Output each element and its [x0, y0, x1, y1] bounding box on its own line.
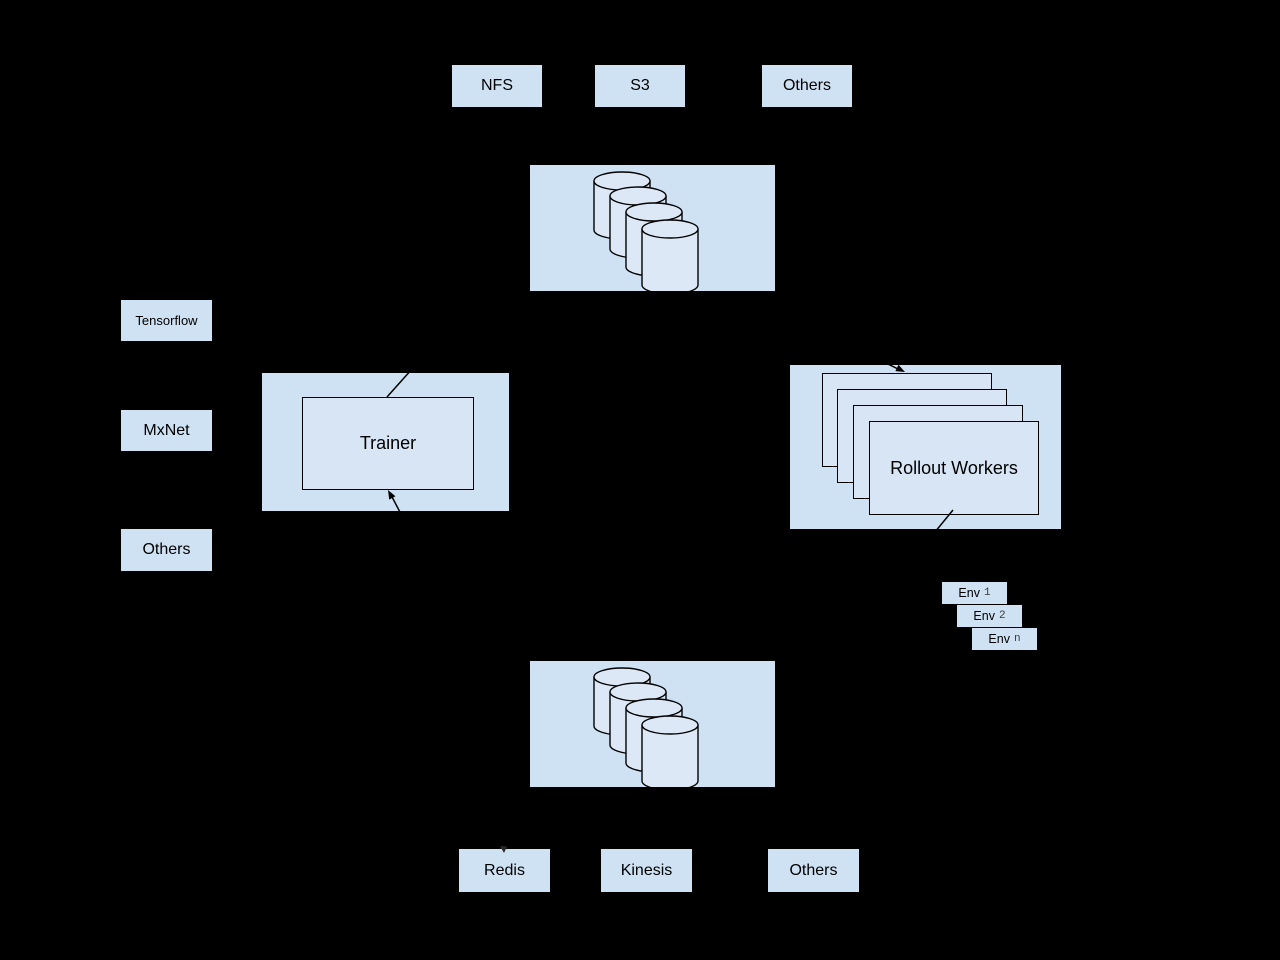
database-cylinders-icon	[593, 667, 699, 787]
sink-label: Redis	[484, 861, 525, 879]
framework-mxnet: MxNet	[121, 410, 212, 451]
env-box-2: Env 2	[957, 605, 1022, 627]
sink-kinesis: Kinesis	[601, 849, 692, 892]
framework-label: Tensorflow	[135, 313, 198, 328]
env-label: Env	[958, 586, 980, 600]
trainer-box: Trainer	[302, 397, 474, 490]
sink-label: Kinesis	[620, 861, 673, 879]
framework-label: MxNet	[143, 421, 190, 439]
sink-others: Others	[768, 849, 859, 892]
env-index: 1	[983, 587, 991, 599]
trainer-panel: Trainer	[262, 373, 509, 511]
framework-label: Others	[142, 541, 191, 558]
storage-panel-bottom	[530, 661, 775, 787]
framework-others: Others	[121, 529, 212, 571]
rollout-workers-box: Rollout Workers	[869, 421, 1039, 515]
storage-backend-label: NFS	[481, 77, 513, 94]
storage-backend-label: Others	[782, 77, 831, 94]
env-box-1: Env 1	[942, 582, 1007, 604]
env-index: n	[1013, 633, 1021, 645]
rollout-workers-panel: Rollout Workers	[790, 365, 1061, 529]
storage-backend-s3: S3	[595, 65, 685, 107]
sink-redis: Redis	[459, 849, 550, 892]
trainer-label: Trainer	[359, 433, 417, 453]
env-box-n: Env n	[972, 628, 1037, 650]
env-index: 2	[998, 610, 1006, 622]
framework-tensorflow: Tensorflow	[121, 300, 212, 341]
database-cylinders-icon	[593, 171, 699, 291]
storage-panel-top	[530, 165, 775, 291]
storage-backend-label: S3	[630, 77, 650, 94]
storage-backend-nfs: NFS	[452, 65, 542, 107]
env-label: Env	[988, 632, 1010, 646]
sink-label: Others	[789, 861, 838, 879]
rollout-workers-label: Rollout Workers	[890, 457, 1018, 478]
storage-backend-others: Others	[762, 65, 852, 107]
env-label: Env	[973, 609, 995, 623]
